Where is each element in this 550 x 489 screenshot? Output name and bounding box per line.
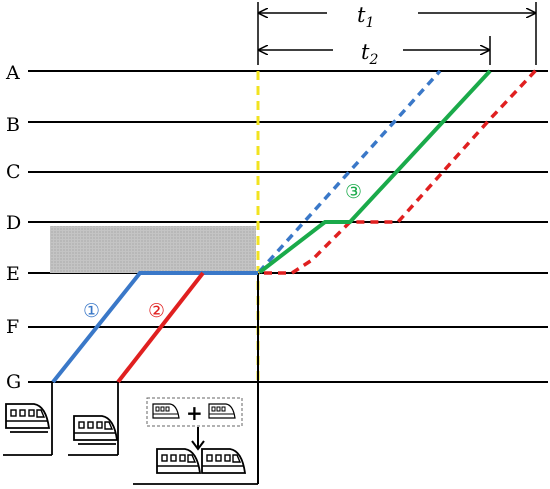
station-label-d: D — [6, 212, 21, 234]
train-2-icon — [73, 415, 119, 445]
coupling-plus: + — [186, 401, 203, 425]
train-2-projected-path — [264, 66, 540, 275]
blocked-section — [50, 226, 256, 273]
station-label-f: F — [6, 316, 19, 338]
coupling-small-train-left — [152, 403, 180, 419]
train-1-label: ① — [83, 300, 100, 322]
station-label-g: G — [6, 371, 21, 393]
coupling-arrow-head — [191, 440, 205, 451]
train-1-icon — [5, 403, 51, 433]
t2-label: t2 — [361, 40, 378, 68]
station-label-e: E — [6, 263, 20, 285]
station-label-b: B — [6, 114, 20, 136]
train-2-path — [116, 271, 205, 384]
train-1-projected-path — [257, 69, 442, 274]
t1-label: t1 — [357, 3, 374, 31]
coupling-box — [146, 397, 243, 427]
station-label-a: A — [5, 62, 20, 84]
train-3-path — [258, 69, 492, 274]
train-2-label: ② — [148, 300, 165, 322]
station-label-c: C — [6, 161, 21, 183]
train-3-label: ③ — [345, 181, 362, 203]
train-1-path — [51, 271, 258, 384]
coupled-train-icon — [156, 448, 247, 474]
coupling-small-train-right — [208, 403, 236, 419]
